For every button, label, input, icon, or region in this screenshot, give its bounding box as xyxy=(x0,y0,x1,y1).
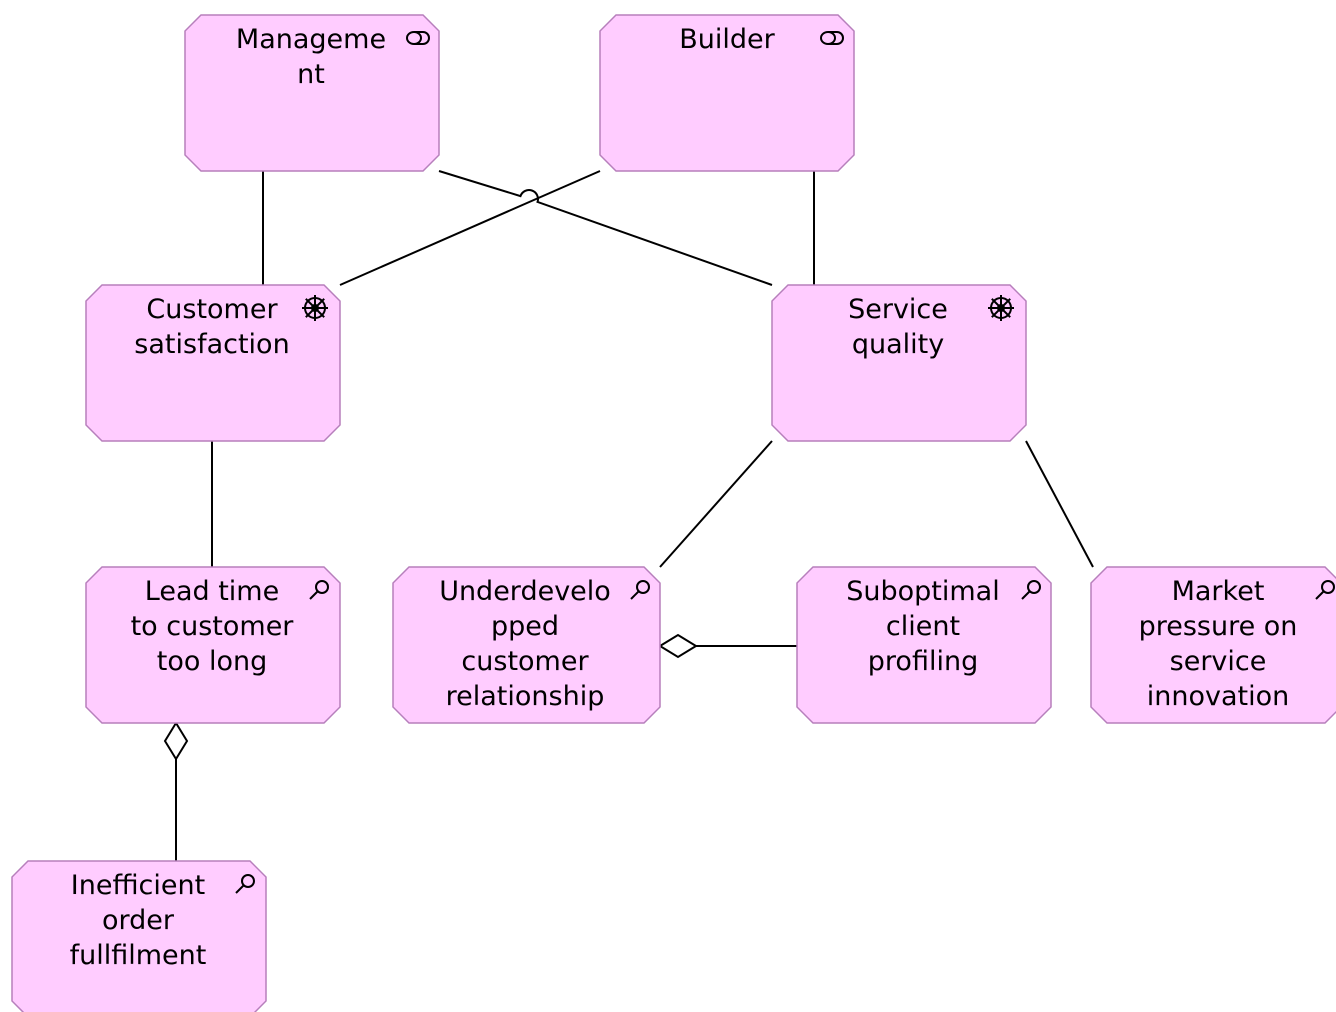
node-label-line: Service xyxy=(848,294,948,325)
node-label-line: customer xyxy=(461,646,589,677)
node-label-line: Underdevelo xyxy=(439,576,611,607)
node-lead-time[interactable]: Lead time to customer too long xyxy=(85,566,341,724)
node-label-line: Customer xyxy=(146,294,278,325)
node-underdeveloped[interactable]: Underdevelo pped customer relationship xyxy=(392,566,661,724)
edge-builder-to-customer_satisfaction xyxy=(339,170,601,286)
node-label-line: order xyxy=(102,905,175,936)
edge-service_quality-to-market_pressure xyxy=(1025,440,1094,568)
node-label-line: pressure on xyxy=(1139,611,1298,642)
stakeholder-icon xyxy=(820,31,844,45)
node-customer-satisfaction[interactable]: Customer satisfaction xyxy=(85,284,341,442)
node-label-line: client xyxy=(886,611,960,642)
node-label-line: Suboptimal xyxy=(846,576,999,607)
node-label-line: Manageme xyxy=(236,24,386,55)
node-box xyxy=(85,284,341,442)
node-label: Underdevelo pped customer relationship xyxy=(439,576,611,712)
assessment-icon xyxy=(630,580,650,600)
node-label-line: innovation xyxy=(1147,681,1290,712)
node-label-line: Market xyxy=(1172,576,1265,607)
driver-icon xyxy=(302,295,328,321)
node-label-line: to customer xyxy=(131,611,295,642)
node-box xyxy=(85,566,341,724)
aggregation-diamond xyxy=(658,633,698,659)
node-label-line: profiling xyxy=(868,646,978,677)
node-label: Market pressure on service innovation xyxy=(1139,576,1298,712)
node-inefficient[interactable]: Inefficient order fullfilment xyxy=(11,860,267,1012)
node-label-line: too long xyxy=(157,646,267,677)
edge-line xyxy=(1025,440,1094,568)
node-box xyxy=(796,566,1052,724)
node-suboptimal[interactable]: Suboptimal client profiling xyxy=(796,566,1052,724)
node-label: Customer satisfaction xyxy=(134,294,289,360)
node-builder[interactable]: Builder xyxy=(599,14,855,172)
node-box xyxy=(771,284,1027,442)
node-label-line: quality xyxy=(852,329,944,360)
node-box xyxy=(1090,566,1336,724)
node-label-line: service xyxy=(1170,646,1267,677)
node-service-quality[interactable]: Service quality xyxy=(771,284,1027,442)
edge-management-to-service_quality xyxy=(438,170,773,286)
node-label-line: Inefficient xyxy=(71,870,205,901)
node-management[interactable]: Manageme nt xyxy=(184,14,440,172)
node-label: Lead time to customer too long xyxy=(131,576,295,677)
edge-line xyxy=(438,170,773,286)
assessment-icon xyxy=(1021,580,1041,600)
node-label: Inefficient order fullfilment xyxy=(70,870,207,971)
node-label-line: satisfaction xyxy=(134,329,289,360)
node-label-line: Builder xyxy=(679,24,775,55)
node-box xyxy=(184,14,440,172)
edge-lead_time-to-inefficient xyxy=(163,721,189,861)
node-label-line: fullfilment xyxy=(70,940,207,971)
edge-service_quality-to-underdeveloped xyxy=(659,440,773,568)
node-label-line: relationship xyxy=(446,681,605,712)
node-label-line: pped xyxy=(491,611,559,642)
edges-layer xyxy=(163,170,1094,861)
edge-underdeveloped-to-suboptimal xyxy=(658,633,797,659)
assessment-icon xyxy=(235,874,255,894)
node-label-line: nt xyxy=(297,59,325,90)
node-label: Service quality xyxy=(848,294,948,360)
node-box xyxy=(11,860,267,1012)
edge-line xyxy=(659,440,773,568)
edge-line xyxy=(339,170,601,286)
node-label: Manageme nt xyxy=(236,24,386,90)
stakeholder-icon xyxy=(406,31,430,45)
node-box xyxy=(392,566,661,724)
assessment-icon xyxy=(1315,580,1335,600)
node-box xyxy=(599,14,855,172)
driver-icon xyxy=(988,295,1014,321)
node-label-line: Lead time xyxy=(145,576,279,607)
node-market-pressure[interactable]: Market pressure on service innovation xyxy=(1090,566,1336,724)
aggregation-diamond xyxy=(163,721,189,761)
node-label: Suboptimal client profiling xyxy=(846,576,999,677)
assessment-icon xyxy=(309,580,329,600)
node-label: Builder xyxy=(679,24,775,55)
